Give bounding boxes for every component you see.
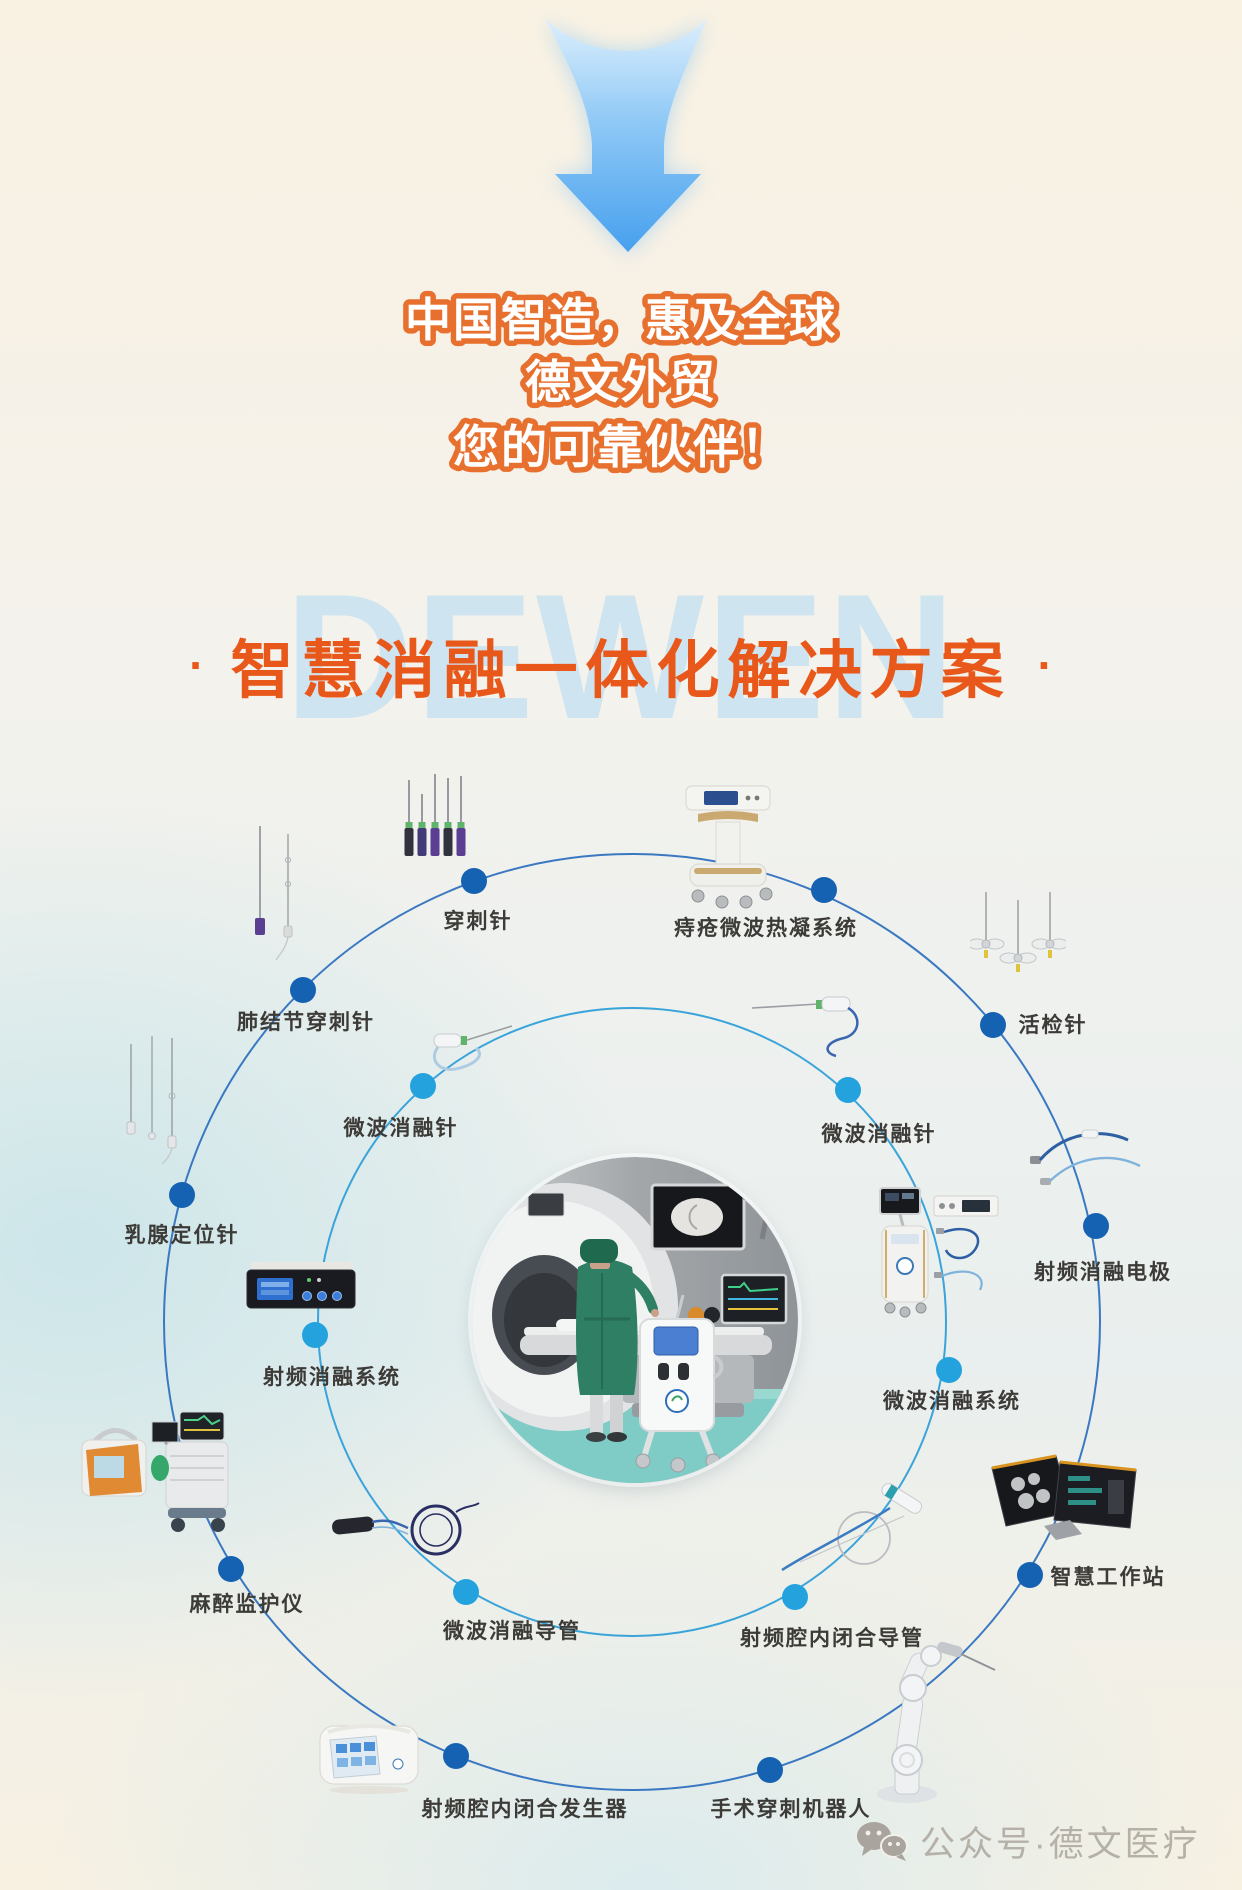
down-arrow-icon [545, 18, 707, 252]
node-dot-mw-needle-right [835, 1077, 861, 1103]
node-dot-mw-needle-left [410, 1073, 436, 1099]
smart-workstation-image [991, 1454, 1137, 1540]
label-mw-needle-right: 微波消融针 [821, 1123, 937, 1146]
puncture-needles-image [404, 774, 466, 856]
node-dot-robot [757, 1757, 783, 1783]
section-title-text: 智慧消融一体化解决方案 [230, 635, 1012, 706]
label-mw-system: 微波消融系统 [883, 1390, 1021, 1413]
wechat-watermark: 公众号·德文医疗 [852, 1816, 1232, 1866]
node-dot-anesthesia-monitor [218, 1556, 244, 1582]
biopsy-needles-image [970, 892, 1066, 972]
node-dot-rf-closure-catheter [782, 1584, 808, 1610]
label-puncture-needle: 穿刺针 [443, 910, 513, 933]
label-anesthesia-monitor: 麻醉监护仪 [189, 1593, 305, 1616]
slogan-line-2: 德文外贸 [525, 356, 717, 408]
label-rf-closure-catheter: 射频腔内闭合导管 [740, 1627, 924, 1650]
wechat-icon [857, 1822, 908, 1861]
label-smart-workstation: 智慧工作站 [1050, 1566, 1166, 1589]
label-biopsy-needle: 活检针 [1018, 1014, 1088, 1037]
label-lung-nodule-needle: 肺结节穿刺针 [237, 1011, 375, 1034]
microwave-ablation-needle-left-image [432, 1025, 512, 1071]
hemorrhoid-microwave-system-image [685, 785, 773, 909]
rf-closure-catheter-image [781, 1483, 923, 1572]
label-breast-needle: 乳腺定位针 [124, 1224, 240, 1247]
node-dot-hemorrhoid-system [811, 877, 837, 903]
rf-ablation-electrode-image [1030, 1129, 1141, 1185]
node-dot-smart-workstation [1017, 1562, 1043, 1588]
lung-nodule-needles-image [255, 826, 293, 961]
rf-ablation-system-image [246, 1262, 356, 1309]
label-mw-needle-left: 微波消融针 [343, 1117, 459, 1140]
node-dot-lung-nodule-needle [290, 977, 316, 1003]
anesthesia-monitor-image [81, 1411, 229, 1532]
microwave-ablation-needle-right-image [752, 996, 859, 1058]
outer-ring [163, 853, 1101, 1791]
label-rf-generator: 射频腔内闭合发生器 [421, 1798, 629, 1821]
label-mw-catheter: 微波消融导管 [443, 1620, 581, 1643]
title-right-dot: · [1037, 639, 1053, 691]
node-dot-puncture-needle [461, 868, 487, 894]
node-dot-breast-needle [169, 1182, 195, 1208]
node-dot-rf-system [302, 1322, 328, 1348]
title-left-dot: · [189, 639, 205, 691]
node-dot-mw-system [936, 1357, 962, 1383]
rf-closure-generator-image [319, 1724, 419, 1794]
node-dot-rf-generator [443, 1743, 469, 1769]
node-dot-rf-electrode [1083, 1213, 1109, 1239]
microwave-ablation-catheter-image [332, 1502, 480, 1556]
wechat-account-label: 公众号·德文医疗 [920, 1824, 1201, 1864]
brand-watermark: DEWEN [284, 557, 958, 756]
center-procedure-photo [472, 1157, 798, 1483]
label-rf-system: 射频消融系统 [263, 1366, 401, 1389]
node-dot-biopsy-needle [980, 1012, 1006, 1038]
surgical-robot-image [877, 1641, 996, 1803]
label-robot: 手术穿刺机器人 [710, 1798, 872, 1821]
section-title: · 智慧消融一体化解决方案 · [0, 622, 1242, 708]
label-hemorrhoid-system: 痔疮微波热凝系统 [674, 917, 858, 940]
microwave-ablation-system-image [879, 1187, 999, 1318]
slogan-line-3: 您的可靠伙伴！ [453, 421, 789, 473]
label-rf-electrode: 射频消融电极 [1034, 1261, 1172, 1284]
node-dot-mw-catheter [453, 1579, 479, 1605]
hero-slogan: 中国智造，惠及全球 德文外贸 您的可靠伙伴！ [400, 289, 841, 479]
breast-localization-needles-image [126, 1036, 177, 1165]
slogan-line-1: 中国智造，惠及全球 [405, 294, 837, 346]
